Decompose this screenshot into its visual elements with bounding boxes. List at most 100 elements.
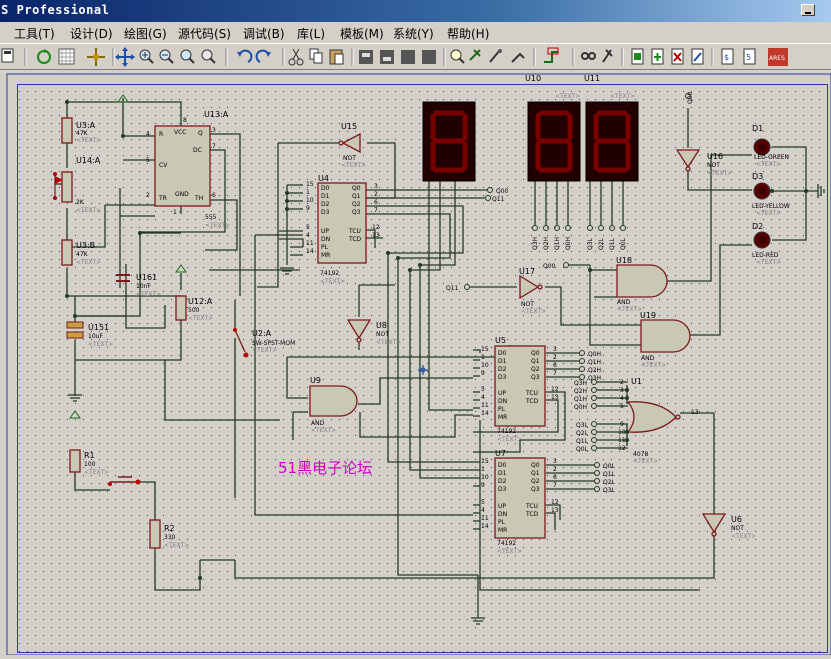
and-gate-u18[interactable]: U18 AND <TEXT> bbox=[616, 256, 668, 313]
u151-value: 10uF bbox=[88, 333, 103, 340]
schematic-editor[interactable]: .w{stroke:#233b23;stroke-width:1.3;fill:… bbox=[0, 71, 831, 656]
r1-label: R1 bbox=[84, 451, 95, 460]
svg-text:5: 5 bbox=[481, 386, 485, 393]
schematic-sheet[interactable]: .w{stroke:#233b23;stroke-width:1.3;fill:… bbox=[0, 71, 831, 656]
menu-item-template[interactable]: 模板(M) bbox=[340, 27, 384, 41]
svg-text:2: 2 bbox=[146, 192, 150, 199]
minimize-button[interactable] bbox=[801, 4, 815, 16]
pick-device-icon[interactable] bbox=[450, 49, 465, 64]
property-assign-icon[interactable] bbox=[602, 49, 613, 63]
zoom-all-icon[interactable] bbox=[180, 49, 195, 64]
and-gate-u9[interactable]: U9 AND <TEXT> bbox=[309, 376, 358, 434]
remove-sheet-icon[interactable] bbox=[671, 48, 684, 65]
undo-icon[interactable] bbox=[237, 49, 253, 63]
block-copy-icon[interactable] bbox=[359, 50, 373, 64]
origin-icon[interactable] bbox=[87, 48, 105, 66]
paste-icon[interactable] bbox=[329, 49, 344, 65]
svg-text:3: 3 bbox=[620, 387, 624, 394]
title-bar: ISIS Professional bbox=[0, 0, 831, 22]
bom-icon[interactable]: $ bbox=[721, 48, 734, 65]
new-sheet-icon[interactable] bbox=[651, 48, 664, 65]
menu-item-help[interactable]: 帮助(H) bbox=[447, 27, 490, 41]
resistor-u3a[interactable]: U3:A 47K <TEXT> bbox=[61, 117, 101, 144]
svg-text:<TEXT>: <TEXT> bbox=[707, 170, 732, 177]
svg-text:2: 2 bbox=[553, 466, 557, 473]
save-icon[interactable] bbox=[1, 48, 14, 63]
nor-gate-u1[interactable]: U1 4078 <TEXT> 13 2 3 4 5 9 10 11 12 Q3H… bbox=[574, 377, 699, 465]
svg-text:Q2H: Q2H bbox=[574, 388, 587, 395]
menu-item-tools[interactable]: 工具(T) bbox=[14, 27, 55, 41]
not-gate-u15[interactable]: U15 NOT <TEXT> bbox=[338, 122, 366, 169]
resistor-r2[interactable]: R2 330 <TEXT> bbox=[149, 519, 189, 549]
counter-u5[interactable]: U5 74192 <TEXT> D0 D1 D2 D3 UP DN PL MR … bbox=[481, 336, 601, 443]
svg-text:15: 15 bbox=[481, 458, 489, 465]
potentiometer-u14a[interactable]: U14:A 2K <TEXT> bbox=[53, 156, 101, 214]
pan-icon[interactable] bbox=[115, 47, 135, 67]
push-button[interactable] bbox=[108, 476, 141, 486]
exit-parent-icon[interactable] bbox=[691, 48, 704, 65]
menu-item-design[interactable]: 设计(D) bbox=[70, 27, 113, 41]
svg-text:<TEXT>: <TEXT> bbox=[188, 315, 213, 322]
svg-text:D0: D0 bbox=[498, 350, 507, 357]
block-move-icon[interactable] bbox=[380, 50, 394, 64]
and-gate-u19[interactable]: U19 AND <TEXT> bbox=[640, 311, 691, 369]
make-device-icon[interactable] bbox=[469, 49, 481, 61]
cut-icon[interactable] bbox=[288, 48, 304, 66]
svg-text:11: 11 bbox=[481, 515, 489, 522]
menu-item-source[interactable]: 源代码(S) bbox=[178, 27, 231, 41]
seven-segment-display-u10[interactable]: U10 <TEXT> bbox=[525, 74, 581, 182]
timer-u13a[interactable]: U13:A R VCC Q DC CV TR GND TH 4 8 3 7 5 … bbox=[146, 110, 230, 229]
svg-text:D2: D2 bbox=[498, 366, 507, 373]
packaging-icon[interactable] bbox=[489, 49, 502, 63]
capacitor-u161[interactable]: U161 10nF <TEXT> bbox=[116, 273, 161, 298]
not-gate-u17[interactable]: U17 NOT <TEXT> bbox=[519, 267, 546, 315]
ares-icon[interactable]: ARES bbox=[768, 48, 788, 66]
svg-text:Q0: Q0 bbox=[531, 462, 540, 469]
seven-segment-display[interactable] bbox=[422, 101, 476, 182]
not-gate-u16[interactable]: U16 NOT <TEXT> bbox=[675, 149, 732, 177]
svg-text:5: 5 bbox=[481, 499, 485, 506]
seven-segment-display-u11[interactable]: U11 <TEXT> bbox=[584, 74, 639, 182]
wire-autorouter-icon[interactable] bbox=[544, 47, 559, 63]
counter-u7[interactable]: U7 74192 <TEXT> D0 D1 D2 D3 UP DN PL MR … bbox=[481, 449, 616, 555]
block-delete-icon[interactable] bbox=[422, 50, 436, 64]
resistor-r1[interactable]: R1 100 <TEXT> bbox=[69, 449, 109, 476]
u10-label: U10 bbox=[525, 74, 541, 83]
led-d2[interactable]: D2 LED-RED <TEXT> bbox=[752, 222, 781, 266]
block-rotate-icon[interactable] bbox=[401, 50, 415, 64]
counter-u4[interactable]: U4 74192 <TEXT> D0 D1 D2 D3 UP DN PL MR … bbox=[306, 174, 380, 285]
svg-text:74192: 74192 bbox=[497, 428, 516, 435]
menu-item-library[interactable]: 库(L) bbox=[297, 27, 326, 41]
zoom-in-icon[interactable] bbox=[139, 49, 154, 64]
erc-icon[interactable]: 5 bbox=[743, 48, 756, 65]
svg-text:DN: DN bbox=[498, 511, 507, 518]
search-tag-icon[interactable] bbox=[581, 52, 596, 60]
menu-item-system[interactable]: 系统(Y) bbox=[393, 27, 434, 41]
svg-text:9: 9 bbox=[481, 370, 485, 377]
svg-text:14: 14 bbox=[306, 248, 314, 255]
zoom-area-icon[interactable] bbox=[201, 49, 216, 64]
svg-text:3: 3 bbox=[553, 458, 557, 465]
svg-text:MR: MR bbox=[498, 414, 507, 421]
redo-icon[interactable] bbox=[255, 49, 271, 63]
led-d1[interactable]: D1 LED-GREEN <TEXT> bbox=[752, 124, 789, 168]
u3b-label: U3:B bbox=[76, 241, 95, 250]
menu-item-debug[interactable]: 调试(B) bbox=[243, 27, 285, 41]
copy-icon[interactable] bbox=[309, 48, 323, 64]
u8-label: U8 bbox=[376, 321, 387, 330]
svg-text:DN: DN bbox=[321, 236, 330, 243]
decompose-icon[interactable] bbox=[511, 52, 525, 63]
not-gate-u6[interactable]: U6 NOT <TEXT> bbox=[701, 513, 756, 540]
not-gate-u8[interactable]: U8 NOT <TEXT> bbox=[346, 319, 401, 346]
refresh-icon[interactable] bbox=[37, 49, 51, 64]
resistor-u3b[interactable]: U3:B 47K <TEXT> bbox=[61, 239, 101, 266]
zoom-out-icon[interactable] bbox=[159, 49, 174, 64]
resistor-u12a[interactable]: U12:A 500 <TEXT> bbox=[175, 295, 213, 322]
svg-text:<TEXT>: <TEXT> bbox=[633, 458, 658, 465]
switch-u2a[interactable]: U2:A SW-SPST-MOM <TEXT> bbox=[233, 328, 295, 358]
menu-item-graph[interactable]: 绘图(G) bbox=[124, 27, 167, 41]
capacitor-u151[interactable]: U151 10uF <TEXT> bbox=[66, 321, 113, 348]
design-explorer-icon[interactable] bbox=[631, 48, 644, 65]
svg-text:Q2H: Q2H bbox=[543, 237, 550, 250]
grid-icon[interactable] bbox=[58, 48, 75, 65]
